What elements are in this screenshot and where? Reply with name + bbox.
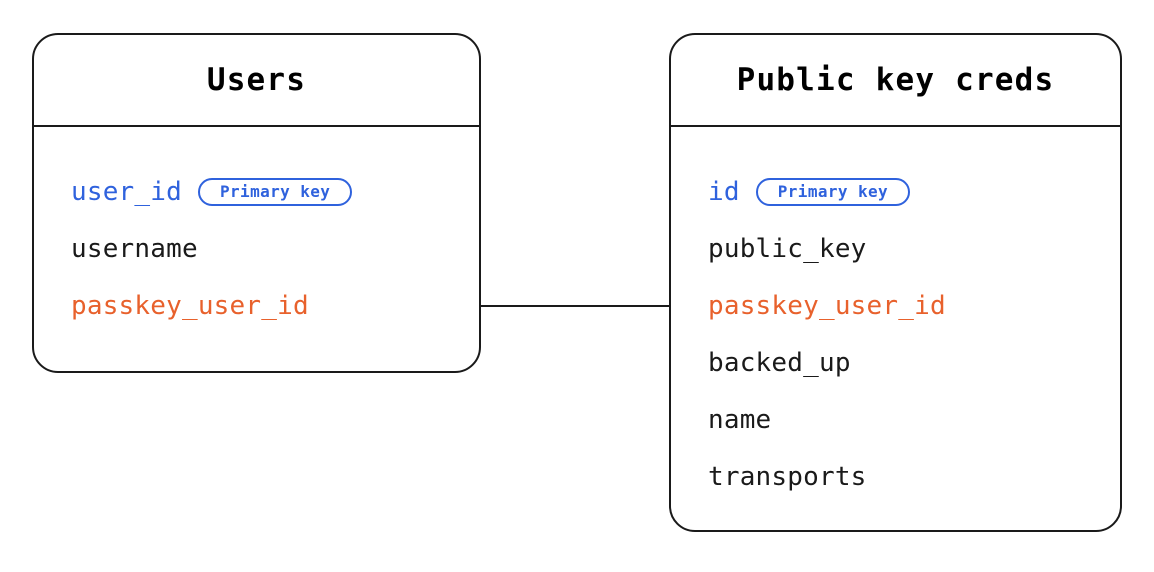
field-name-user-id: user_id [71,176,182,207]
entity-users[interactable]: Users user_id Primary key username passk… [32,33,481,373]
entity-public-key-creds[interactable]: Public key creds id Primary key public_k… [669,33,1122,532]
entity-users-header: Users [34,35,479,127]
field-name-id: id [708,176,740,207]
field-name-public-key: public_key [708,233,867,264]
field-name-name: name [708,404,772,435]
relationship-connector-users-to-creds [481,305,669,308]
field-row[interactable]: username [34,220,479,277]
entity-public-key-creds-fields: id Primary key public_key passkey_user_i… [671,127,1120,505]
entity-users-fields: user_id Primary key username passkey_use… [34,127,479,334]
entity-users-title: Users [206,61,307,98]
primary-key-badge-label: Primary key [777,181,889,201]
field-row[interactable]: user_id Primary key [34,163,479,220]
field-row[interactable]: passkey_user_id [671,277,1120,334]
field-name-passkey-user-id: passkey_user_id [708,290,946,321]
field-row[interactable]: name [671,391,1120,448]
entity-public-key-creds-title: Public key creds [736,61,1055,98]
entity-public-key-creds-header: Public key creds [671,35,1120,127]
field-name-backed-up: backed_up [708,347,851,378]
field-name-username: username [71,233,198,264]
primary-key-badge: Primary key [755,177,911,206]
field-row[interactable]: transports [671,448,1120,505]
field-row[interactable]: id Primary key [671,163,1120,220]
field-row[interactable]: passkey_user_id [34,277,479,334]
field-row[interactable]: backed_up [671,334,1120,391]
primary-key-badge-label: Primary key [219,181,331,201]
primary-key-badge: Primary key [197,177,353,206]
field-name-passkey-user-id: passkey_user_id [71,290,309,321]
field-name-transports: transports [708,461,867,492]
field-row[interactable]: public_key [671,220,1120,277]
